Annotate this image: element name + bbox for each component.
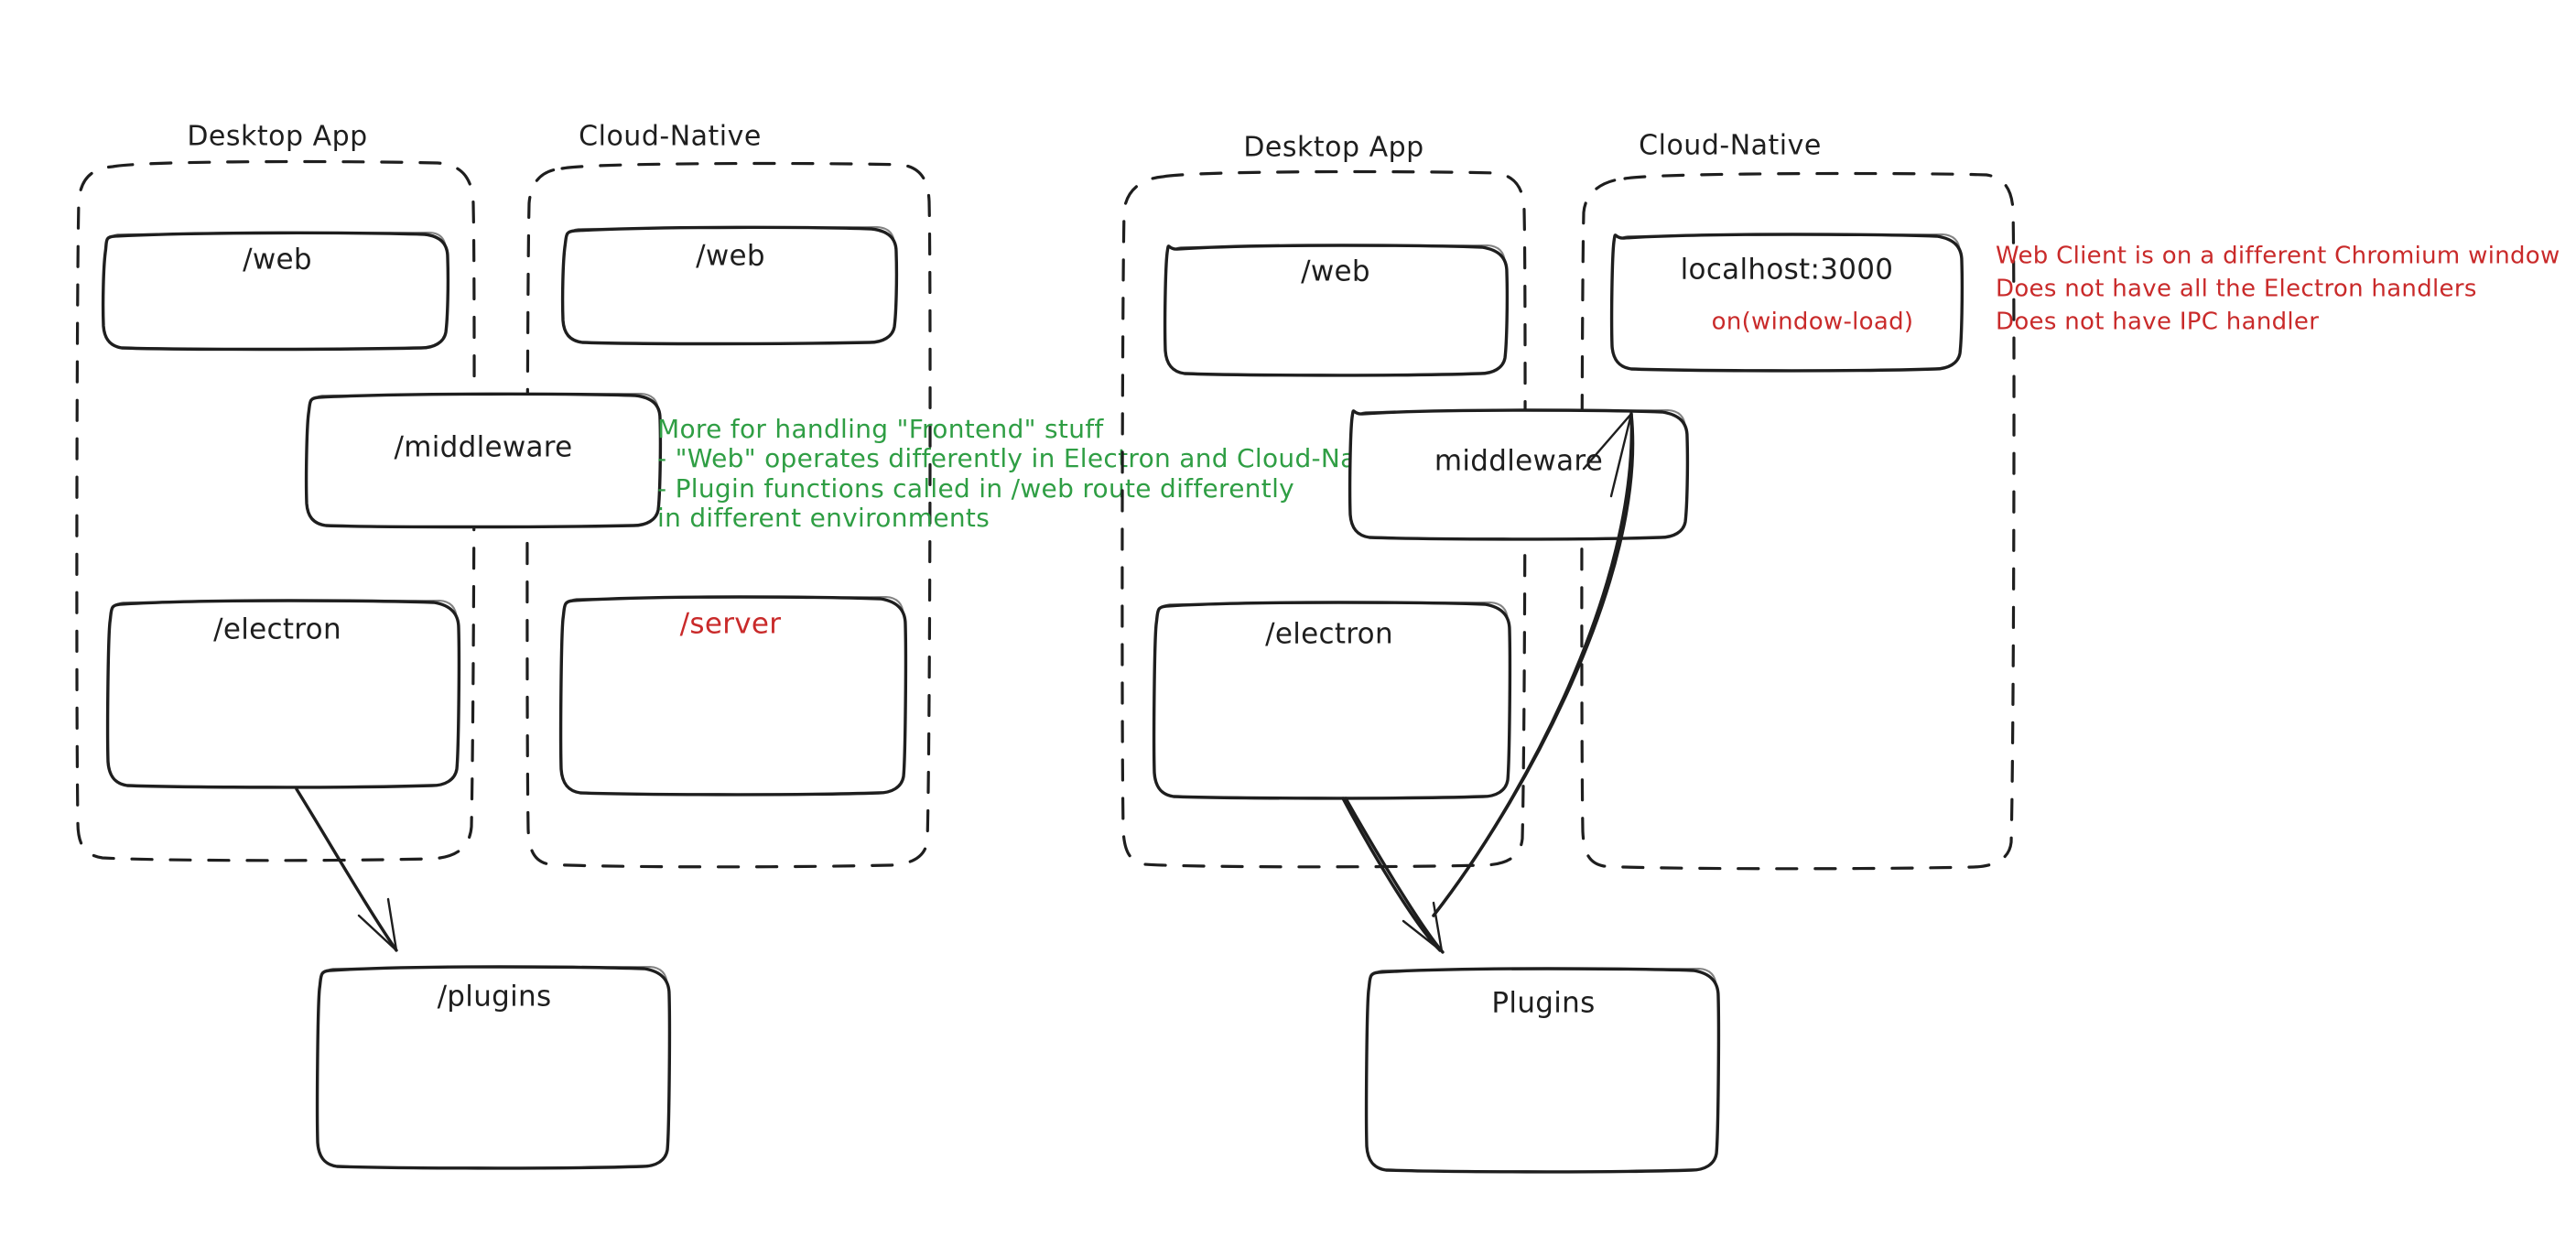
- group-box-left-desktop: [75, 159, 476, 862]
- note-green-line-1: - "Web" operates differently in Electron…: [657, 443, 1405, 473]
- node-label-left-desktop-web: /web: [243, 244, 312, 276]
- note-red-line-0: Web Client is on a different Chromium wi…: [1996, 243, 2560, 270]
- node-label-right-middleware: middleware: [1434, 445, 1603, 478]
- note-green-line-0: More for handling "Frontend" stuff: [657, 414, 1104, 444]
- arrow-left-electron-to-plugins: [295, 787, 398, 952]
- node-left-plugins[interactable]: [315, 965, 672, 1170]
- group-box-right-desktop: [1120, 169, 1527, 869]
- group-label-left-desktop: Desktop App: [187, 121, 367, 153]
- node-left-cloud-web[interactable]: [560, 225, 899, 346]
- note-green-left: More for handling "Frontend" stuff - "We…: [657, 414, 1405, 533]
- node-label-right-localhost: localhost:3000: [1681, 254, 1894, 287]
- node-right-middleware[interactable]: [1348, 408, 1690, 541]
- note-green-line-3: in different environments: [657, 503, 990, 533]
- node-label-left-server: /server: [680, 608, 782, 641]
- note-red-line-2: Does not have IPC handler: [1996, 309, 2319, 336]
- node-sublabel-right-localhost: on(window-load): [1712, 309, 1914, 336]
- node-left-middleware[interactable]: [304, 392, 663, 529]
- node-label-right-plugins: Plugins: [1491, 987, 1595, 1020]
- arrow-right-electron-to-localhost: [1432, 412, 1635, 917]
- node-right-localhost[interactable]: [1609, 233, 1964, 373]
- note-green-line-2: - Plugin functions called in /web route …: [657, 473, 1294, 504]
- node-label-right-electron: /electron: [1265, 618, 1393, 651]
- note-red-line-1: Does not have all the Electron handlers: [1996, 276, 2477, 303]
- node-right-electron[interactable]: [1152, 601, 1512, 800]
- node-right-desktop-web[interactable]: [1163, 244, 1510, 377]
- group-box-right-cloud: [1580, 171, 2016, 871]
- group-label-left-cloud: Cloud-Native: [579, 121, 762, 153]
- node-left-desktop-web[interactable]: [101, 231, 450, 352]
- arrow-right-electron-to-plugins: [1341, 797, 1445, 954]
- node-label-left-cloud-web: /web: [696, 240, 765, 273]
- node-label-left-middleware: /middleware: [394, 431, 572, 464]
- node-left-server[interactable]: [558, 595, 908, 797]
- group-label-right-cloud: Cloud-Native: [1639, 130, 1822, 162]
- node-right-plugins[interactable]: [1364, 967, 1721, 1174]
- node-label-right-desktop-web: /web: [1301, 255, 1370, 288]
- group-label-right-desktop: Desktop App: [1243, 132, 1423, 164]
- node-left-electron[interactable]: [105, 599, 461, 789]
- note-red-right: Web Client is on a different Chromium wi…: [1996, 243, 2560, 336]
- node-label-left-plugins: /plugins: [438, 981, 552, 1014]
- node-label-left-electron: /electron: [213, 613, 341, 646]
